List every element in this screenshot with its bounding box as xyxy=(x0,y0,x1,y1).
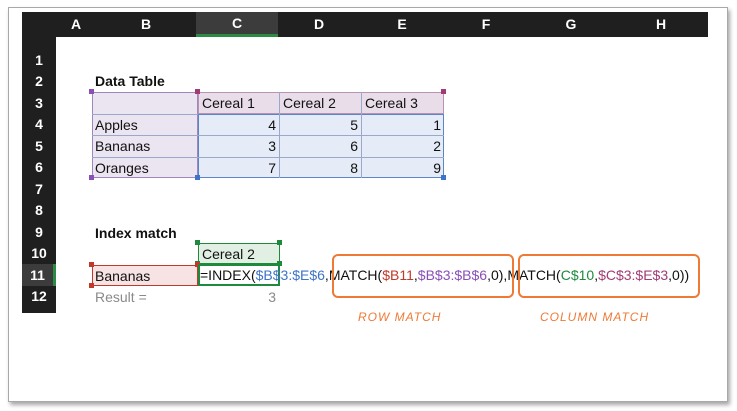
data-range-highlight xyxy=(198,114,444,178)
column-header-b[interactable]: B xyxy=(140,16,152,32)
column-header-f[interactable]: F xyxy=(481,16,491,32)
formula-col-close: ,0)) xyxy=(668,267,690,283)
range-handle[interactable] xyxy=(89,283,94,288)
header-cell[interactable]: Cereal 2 xyxy=(283,95,336,111)
value-cell[interactable]: 8 xyxy=(350,160,358,176)
row-header-7[interactable]: 7 xyxy=(35,181,43,197)
value-cell[interactable]: 3 xyxy=(268,138,276,154)
range-handle[interactable] xyxy=(277,261,282,266)
row-header-8[interactable]: 8 xyxy=(35,202,43,218)
range-handle[interactable] xyxy=(277,240,282,245)
formula-index: =INDEX( xyxy=(200,267,256,283)
row-header-4[interactable]: 4 xyxy=(35,116,43,132)
formula-comma: , xyxy=(413,267,418,283)
formula-match-col: MATCH( xyxy=(507,267,561,283)
formula-col-lookup-ref: C$10 xyxy=(560,267,595,283)
value-cell[interactable]: 1 xyxy=(433,117,441,133)
row-match-highlight-box xyxy=(332,254,514,298)
value-cell[interactable]: 9 xyxy=(433,160,441,176)
result-label: Result = xyxy=(95,289,147,305)
grid-line xyxy=(92,114,198,115)
value-cell[interactable]: 7 xyxy=(268,160,276,176)
value-cell[interactable]: 4 xyxy=(268,117,276,133)
row-lookup-cell[interactable]: Bananas xyxy=(95,268,151,284)
result-value[interactable]: 3 xyxy=(268,289,276,305)
column-lookup-cell[interactable]: Cereal 2 xyxy=(202,246,255,262)
row-header-11[interactable]: 11 xyxy=(22,264,56,286)
range-handle[interactable] xyxy=(195,240,200,245)
data-table-title: Data Table xyxy=(95,73,165,89)
column-header-g[interactable]: G xyxy=(565,16,577,32)
header-cell[interactable]: Cereal 3 xyxy=(365,95,418,111)
header-range-highlight xyxy=(198,92,444,114)
column-lookup-cell-bg xyxy=(198,243,280,264)
column-header-c[interactable]: C xyxy=(196,12,278,37)
formula-row-close: ,0), xyxy=(487,267,508,283)
row-label-cell[interactable]: Apples xyxy=(95,117,138,133)
formula-comma: , xyxy=(594,267,599,283)
row-header-1[interactable]: 1 xyxy=(35,52,43,68)
range-handle[interactable] xyxy=(441,89,446,94)
formula-row-lookup-ref: $B11 xyxy=(382,267,414,283)
row-label-cell[interactable]: Oranges xyxy=(95,160,149,176)
formula-text[interactable]: =INDEX($B$3:$E$6,MATCH($B11,$B$3:$B$6,0)… xyxy=(200,267,689,283)
column-match-annotation: COLUMN MATCH xyxy=(540,310,650,324)
row-header-5[interactable]: 5 xyxy=(35,138,43,154)
column-header-d[interactable]: D xyxy=(313,16,325,32)
column-match-highlight-box xyxy=(518,254,700,298)
range-handle[interactable] xyxy=(195,262,200,267)
header-cell[interactable]: Cereal 1 xyxy=(202,95,255,111)
range-handle[interactable] xyxy=(441,175,446,180)
index-match-title: Index match xyxy=(95,225,177,241)
row-header-12[interactable]: 12 xyxy=(31,288,47,304)
column-header-h[interactable]: H xyxy=(655,16,667,32)
column-header-a[interactable]: A xyxy=(70,16,82,32)
spreadsheet-area xyxy=(19,18,717,391)
formula-match-row: MATCH( xyxy=(328,267,383,283)
row-lookup-cell-bg xyxy=(92,265,198,286)
formula-row-range: $B$3:$B$6 xyxy=(417,267,488,283)
column-header-e[interactable]: E xyxy=(397,16,407,32)
row-header-6[interactable]: 6 xyxy=(35,159,43,175)
value-cell[interactable]: 5 xyxy=(350,117,358,133)
column-header-bar xyxy=(22,12,708,37)
row-match-annotation: ROW MATCH xyxy=(358,310,442,324)
value-cell[interactable]: 2 xyxy=(433,138,441,154)
row-header-10[interactable]: 10 xyxy=(31,245,47,261)
row-header-9[interactable]: 9 xyxy=(35,224,43,240)
row-header-3[interactable]: 3 xyxy=(35,95,43,111)
formula-table-range: $B$3:$E$6 xyxy=(255,267,325,283)
range-handle[interactable] xyxy=(89,89,94,94)
formula-comma: , xyxy=(324,267,329,283)
screenshot-frame xyxy=(8,7,728,402)
row-label-cell[interactable]: Bananas xyxy=(95,138,151,154)
active-cell-border xyxy=(198,264,280,286)
row-header-2[interactable]: 2 xyxy=(35,73,43,89)
grid-line xyxy=(92,135,444,136)
value-cell[interactable]: 6 xyxy=(350,138,358,154)
range-handle[interactable] xyxy=(195,175,200,180)
range-handle[interactable] xyxy=(89,262,94,267)
formula-col-range: $C$3:$E$3 xyxy=(598,267,669,283)
grid-line xyxy=(92,157,444,158)
range-handle[interactable] xyxy=(89,175,94,180)
range-handle[interactable] xyxy=(195,89,200,94)
